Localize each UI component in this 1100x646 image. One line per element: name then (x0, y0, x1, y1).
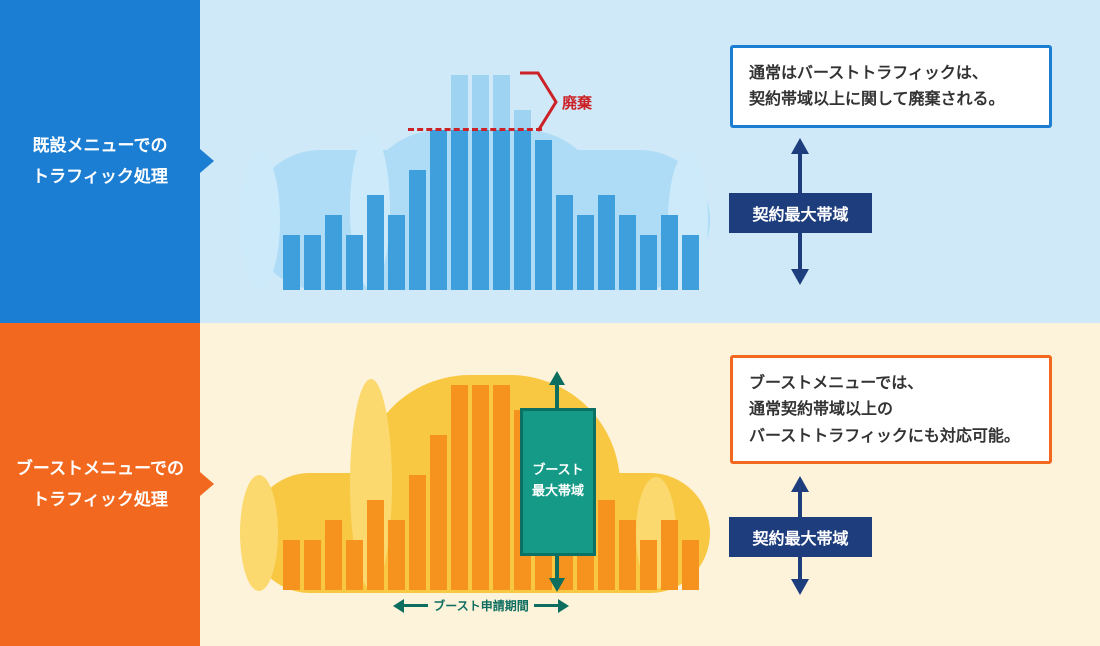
traffic-bar (451, 385, 468, 590)
boost-menu-sidebar: ブーストメニューでの トラフィック処理 (0, 323, 200, 646)
boost-box-line1: ブースト (532, 463, 584, 479)
traffic-bar (325, 520, 342, 590)
arrow-line (555, 556, 559, 578)
arrow-down-icon (549, 578, 565, 592)
arrow-line (533, 604, 558, 607)
burst-overflow-segment (472, 75, 489, 130)
traffic-bar (661, 520, 678, 590)
traffic-bar (409, 170, 426, 290)
bar-body-segment (451, 130, 468, 290)
traffic-bar (346, 540, 363, 590)
burst-overflow-segment (451, 75, 468, 130)
traffic-bar (619, 520, 636, 590)
discard-label: 廃棄 (562, 94, 593, 112)
traffic-bar (682, 540, 699, 590)
arrow-down-icon (791, 579, 809, 595)
pipe-end-ellipse (240, 152, 280, 288)
traffic-bar (514, 110, 531, 290)
sidebar-label: 既設メニューでの トラフィック処理 (32, 131, 168, 192)
boost-note-box: ブーストメニューでは、 通常契約帯域以上の バーストトラフィックにも対応可能。 (730, 355, 1052, 465)
traffic-bar (325, 215, 342, 290)
traffic-bar (640, 235, 657, 290)
burst-overflow-segment (493, 75, 510, 130)
traffic-bar (493, 75, 510, 290)
boost-box-line2: 最大帯域 (531, 484, 584, 499)
existing-note-box: 通常はバーストトラフィックは、 契約帯域以上に関して廃棄される。 (730, 45, 1052, 128)
traffic-bar (556, 195, 573, 290)
note-line1: 通常はバーストトラフィックは、 (749, 63, 988, 82)
traffic-bar (346, 235, 363, 290)
pipe-end-ellipse (240, 475, 278, 591)
sidebar-label-line2: トラフィック処理 (32, 166, 168, 187)
arrow-up-icon (791, 138, 809, 154)
arrow-right-icon (558, 598, 569, 613)
bar-body-segment (472, 130, 489, 290)
boost-period-label: ブースト申請期間 (433, 599, 529, 613)
traffic-bar (388, 520, 405, 590)
traffic-bar (283, 235, 300, 290)
arrow-line (555, 385, 559, 408)
arrow-line (798, 233, 802, 269)
sidebar-label-line1: 既設メニューでの (32, 135, 168, 156)
boost-menu-panel: ブーストメニューでの トラフィック処理 ブースト 最大帯域 ブースト申請期間 (0, 323, 1100, 646)
traffic-bar (598, 500, 615, 590)
contract-bandwidth-label: 契約最大帯域 (729, 193, 872, 233)
traffic-bar (451, 75, 468, 290)
existing-menu-panel: 既設メニューでの トラフィック処理 廃棄 通常はバーストトラフィックは、 契約帯… (0, 0, 1100, 323)
arrow-down-icon (791, 269, 809, 285)
boost-period-arrow: ブースト申請期間 (393, 597, 569, 614)
bar-body-segment (514, 130, 531, 290)
traffic-bar (304, 235, 321, 290)
arrow-line (404, 604, 429, 607)
discard-threshold-line (408, 128, 542, 131)
note-line3: バーストトラフィックにも対応可能。 (749, 425, 1020, 445)
traffic-bar (682, 235, 699, 290)
traffic-bar (661, 215, 678, 290)
traffic-bar (388, 215, 405, 290)
bar-body-segment (493, 130, 510, 290)
arrow-left-icon (393, 598, 404, 613)
arrow-line (798, 491, 802, 517)
traffic-bar (640, 540, 657, 590)
traffic-bar (409, 475, 426, 590)
traffic-bar (472, 385, 489, 590)
traffic-bar (493, 385, 510, 590)
traffic-bar (430, 435, 447, 590)
traffic-bars-existing (283, 75, 699, 290)
sidebar-pointer (200, 149, 214, 173)
existing-menu-sidebar: 既設メニューでの トラフィック処理 (0, 0, 200, 323)
traffic-bar (283, 540, 300, 590)
traffic-bar (598, 195, 615, 290)
traffic-bar (472, 75, 489, 290)
traffic-bar (367, 500, 384, 590)
arrow-line (798, 557, 802, 579)
traffic-bar (430, 130, 447, 290)
traffic-bar (367, 195, 384, 290)
burst-overflow-segment (514, 110, 531, 130)
arrow-up-icon (791, 476, 809, 492)
traffic-bar (304, 540, 321, 590)
boost-max-bandwidth-box: ブースト 最大帯域 (520, 408, 596, 556)
contract-bandwidth-label: 契約最大帯域 (729, 517, 872, 557)
traffic-bar (535, 140, 552, 290)
sidebar-label-line1: ブーストメニューでの (15, 458, 185, 479)
arrow-up-icon (549, 371, 565, 385)
sidebar-label-line2: トラフィック処理 (32, 489, 168, 510)
discard-bracket-icon (520, 71, 558, 132)
traffic-bar (619, 215, 636, 290)
sidebar-label: ブーストメニューでの トラフィック処理 (16, 454, 184, 515)
arrow-line (798, 153, 802, 193)
traffic-bar (577, 215, 594, 290)
sidebar-pointer (200, 472, 214, 496)
note-line2: 契約帯域以上に関して廃棄される。 (749, 89, 1005, 109)
traffic-bars-boost (283, 385, 699, 590)
note-line1: ブーストメニューでは、 (749, 373, 924, 392)
note-line2: 通常契約帯域以上の (749, 399, 894, 419)
